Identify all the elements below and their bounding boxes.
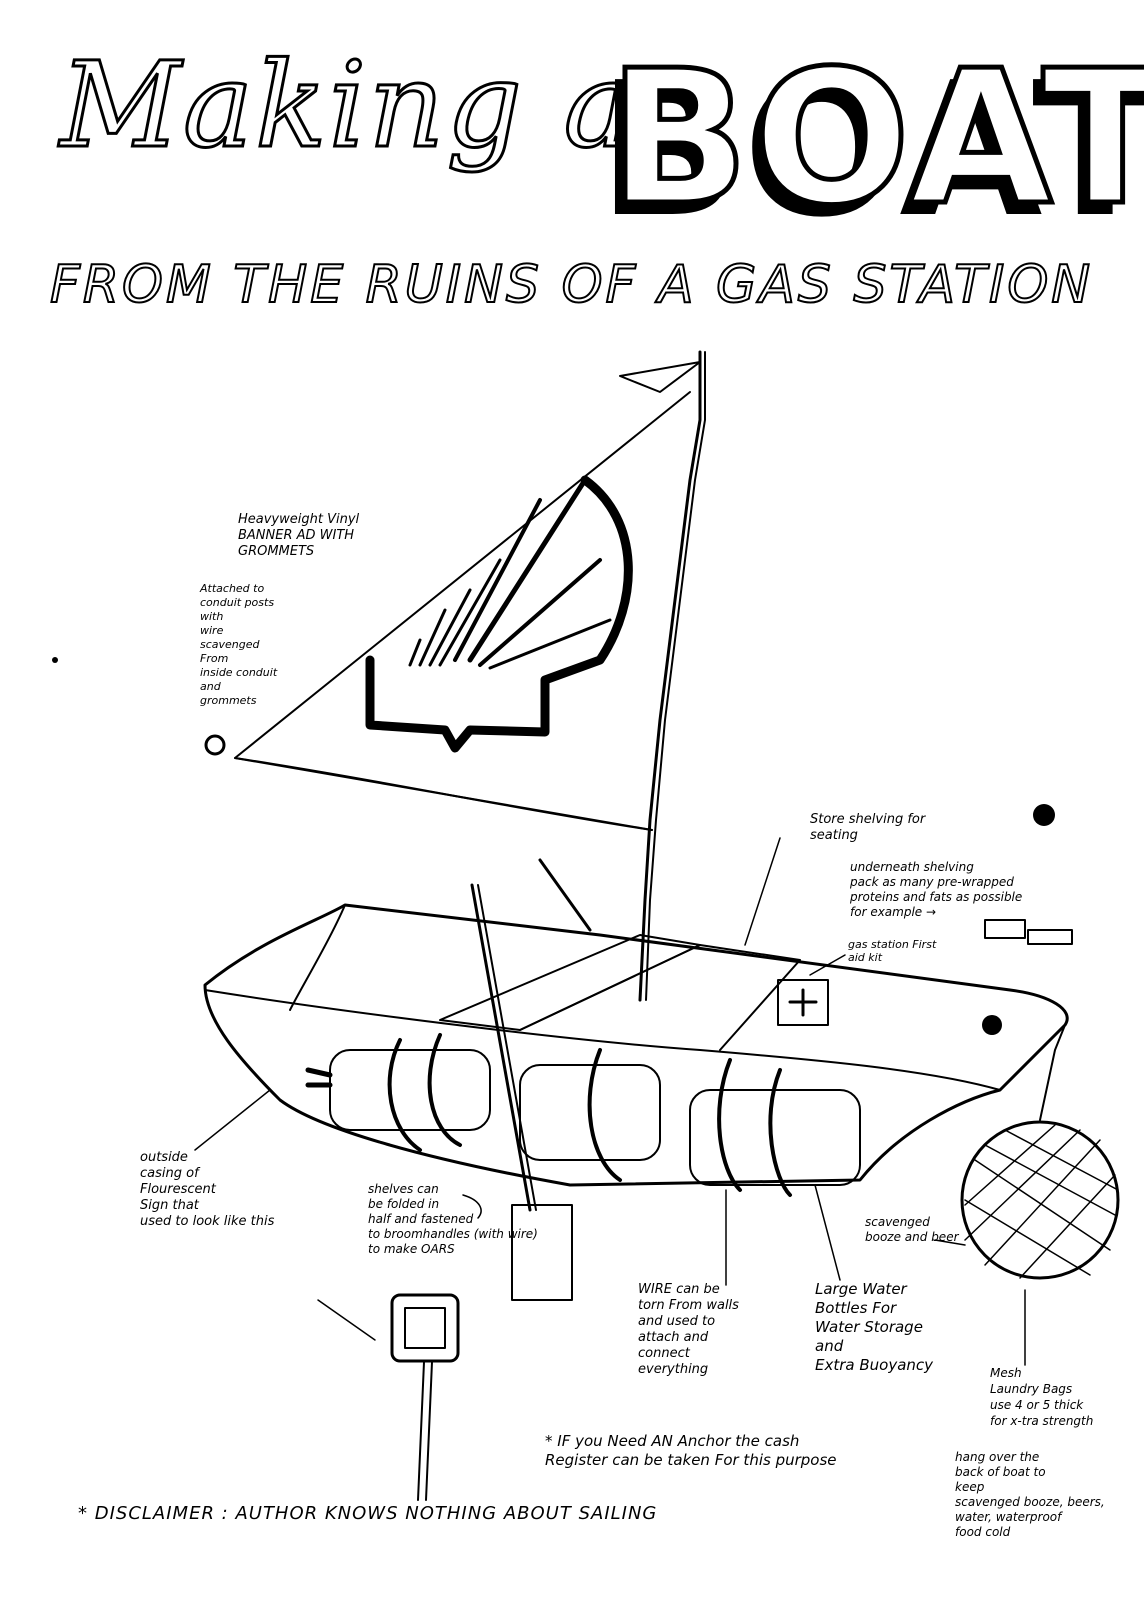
shell-logo — [365, 475, 633, 753]
water-bottle — [519, 1064, 661, 1161]
note-casing: outside casing of Flourescent Sign that … — [140, 1150, 275, 1229]
seat — [519, 944, 801, 1051]
mast — [638, 350, 702, 1002]
note-shelving: Store shelving for seating — [810, 812, 926, 843]
note-booze: scavenged booze and beer — [865, 1215, 959, 1244]
note-mesh: Mesh Laundry Bags use 4 or 5 thick for x… — [990, 1366, 1094, 1428]
note-oars: shelves can be folded in half and fasten… — [368, 1182, 538, 1256]
water-bottle — [689, 1089, 861, 1186]
water-bottle — [329, 1049, 491, 1131]
note-sail: Heavyweight Vinyl BANNER AD WITH GROMMET… — [238, 512, 360, 559]
subtitle: FROM THE RUINS OF A GAS STATION — [49, 254, 1094, 316]
oar — [470, 883, 532, 1212]
mesh-laundry-bag — [960, 1120, 1120, 1280]
flag — [619, 361, 701, 393]
title-script: Making a — [59, 36, 636, 174]
note-hang: hang over the back of boat to keep scave… — [955, 1450, 1105, 1539]
hull — [203, 903, 1069, 1187]
note-sail-attach: Attached to conduit posts with wire scav… — [200, 582, 278, 707]
seat — [439, 934, 701, 1031]
note-wire: WIRE can be torn From walls and used to … — [638, 1282, 739, 1377]
note-first-aid: gas station First aid kit — [848, 938, 937, 964]
note-anchor: * IF you Need AN Anchor the cash Registe… — [545, 1432, 837, 1469]
first-aid-kit — [777, 979, 829, 1026]
note-water: Large Water Bottles For Water Storage an… — [815, 1280, 934, 1374]
title-boat: BOAT — [605, 30, 1144, 246]
note-underneath: underneath shelving pack as many pre-wra… — [850, 860, 1023, 919]
shell-sign — [390, 1293, 460, 1363]
disclaimer: * DISCLAIMER : AUTHOR KNOWS NOTHING ABOU… — [78, 1503, 658, 1524]
